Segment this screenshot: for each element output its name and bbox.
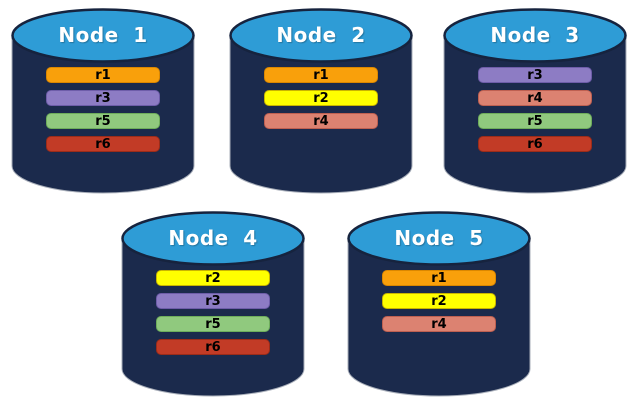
db-node-4: Node 4 r2 r3 r5 r6	[121, 211, 305, 397]
partition-bar-r4: r4	[264, 113, 378, 129]
partition-bar-r5: r5	[156, 316, 270, 332]
partition-bar-r2: r2	[264, 90, 378, 106]
partition-bar-r6: r6	[156, 339, 270, 355]
partition-list: r2 r3 r5 r6	[121, 270, 305, 362]
cylinder-top	[229, 8, 413, 63]
node-title: Node 5	[394, 226, 484, 250]
cylinder-top	[347, 211, 531, 266]
cylinder-top	[121, 211, 305, 266]
partition-bar-r3: r3	[478, 67, 592, 83]
partition-bar-r5: r5	[478, 113, 592, 129]
partition-bar-r1: r1	[46, 67, 160, 83]
partition-list: r1 r2 r4	[347, 270, 531, 339]
partition-bar-r5: r5	[46, 113, 160, 129]
partition-bar-r2: r2	[156, 270, 270, 286]
partition-bar-r6: r6	[46, 136, 160, 152]
partition-bar-r6: r6	[478, 136, 592, 152]
partition-bar-r4: r4	[478, 90, 592, 106]
partition-bar-r4: r4	[382, 316, 496, 332]
partition-list: r1 r3 r5 r6	[11, 67, 195, 159]
node-title: Node 4	[168, 226, 258, 250]
partition-bar-r3: r3	[156, 293, 270, 309]
db-node-5: Node 5 r1 r2 r4	[347, 211, 531, 397]
node-title: Node 2	[276, 23, 366, 47]
cylinder-top	[11, 8, 195, 63]
partition-bar-r1: r1	[382, 270, 496, 286]
db-node-1: Node 1 r1 r3 r5 r6	[11, 8, 195, 194]
node-title: Node 3	[490, 23, 580, 47]
db-node-2: Node 2 r1 r2 r4	[229, 8, 413, 194]
cylinder-top	[443, 8, 627, 63]
db-node-3: Node 3 r3 r4 r5 r6	[443, 8, 627, 194]
partition-list: r3 r4 r5 r6	[443, 67, 627, 159]
partition-list: r1 r2 r4	[229, 67, 413, 136]
partition-bar-r3: r3	[46, 90, 160, 106]
partition-bar-r1: r1	[264, 67, 378, 83]
partition-bar-r2: r2	[382, 293, 496, 309]
node-title: Node 1	[58, 23, 148, 47]
